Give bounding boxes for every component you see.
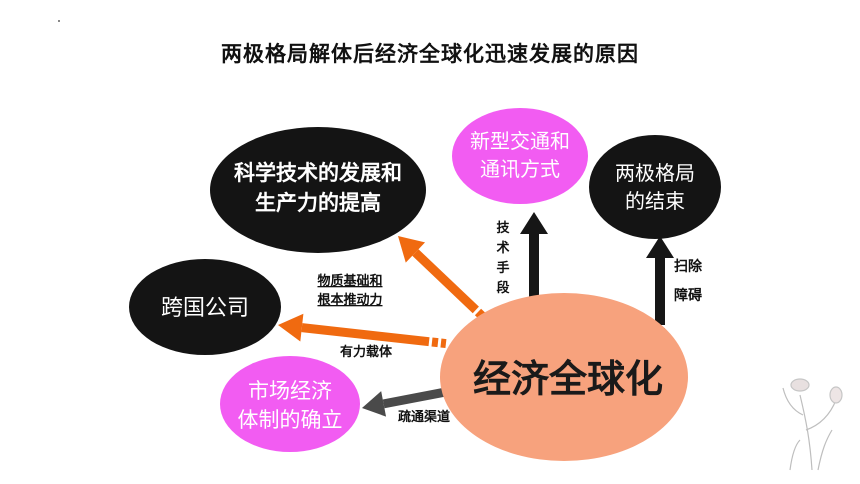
node-bipolar-line1: 两极格局 [615, 161, 695, 185]
edge-label-transport-c1: 技 [496, 220, 510, 236]
node-science-line1: 科学技术的发展和 [234, 161, 402, 185]
node-market-line1: 市场经济 [248, 379, 332, 403]
node-market-line2: 体制的确立 [238, 408, 343, 432]
arrow-to-transport-head [520, 212, 548, 234]
node-market-shape [220, 356, 360, 452]
arrow-to-market-shaft [382, 386, 454, 409]
node-bipolar-shape [589, 135, 721, 239]
node-science-line2: 生产力的提高 [255, 191, 381, 215]
arrow-to-multinational-head [278, 313, 304, 342]
edge-label-science: 物质基础和 根本推动力 [317, 273, 382, 308]
edge-label-science-line1: 物质基础和 [317, 273, 382, 289]
node-science-shape [210, 127, 426, 253]
node-multinational: 跨国公司 [129, 259, 281, 355]
node-transport-shape [452, 108, 588, 204]
edge-label-transport-c2: 术 [495, 240, 509, 256]
arrow-to-multinational-tail-1 [431, 337, 439, 348]
node-bipolar: 两极格局 的结束 [589, 135, 721, 239]
arrow-to-science-shaft [412, 249, 479, 314]
node-transport: 新型交通和 通讯方式 [452, 108, 588, 204]
arrow-to-multinational-tail-2 [440, 338, 447, 349]
edge-label-transport-c3: 手 [496, 260, 509, 276]
edge-label-transport: 技 术 手 段 [495, 220, 510, 296]
arrow-to-multinational [278, 313, 447, 349]
node-center-label: 经济全球化 [473, 357, 663, 401]
edge-label-science-line2: 根本推动力 [317, 292, 382, 308]
node-science: 科学技术的发展和 生产力的提高 [210, 127, 426, 253]
node-center: 经济全球化 [440, 293, 688, 461]
edge-label-bipolar-line2: 障碍 [674, 287, 702, 304]
node-multinational-shape [129, 259, 281, 355]
diagram-title: 两极格局解体后经济全球化迅速发展的原因 [221, 42, 639, 66]
edge-label-bipolar: 扫除 障碍 [674, 258, 703, 304]
node-center-shape [440, 293, 688, 461]
node-multinational-line1: 跨国公司 [161, 296, 249, 321]
arrow-to-market-head [362, 391, 387, 417]
edge-label-bipolar-line1: 扫除 [674, 258, 703, 275]
arrow-to-multinational-shaft [301, 323, 430, 347]
arrow-to-science [398, 236, 492, 325]
arrow-to-bipolar-head [646, 236, 674, 258]
edge-label-market: 疏通渠道 [398, 409, 450, 425]
arrow-to-science-head [398, 236, 426, 263]
node-market: 市场经济 体制的确立 [220, 356, 360, 452]
node-transport-line1: 新型交通和 [470, 129, 570, 153]
node-transport-line2: 通讯方式 [480, 157, 560, 181]
corner-dot [58, 20, 60, 22]
plant-illustration [782, 378, 843, 471]
edge-label-multinational: 有力载体 [340, 344, 393, 360]
edge-label-transport-c4: 段 [496, 280, 509, 296]
node-bipolar-line2: 的结束 [625, 189, 685, 213]
